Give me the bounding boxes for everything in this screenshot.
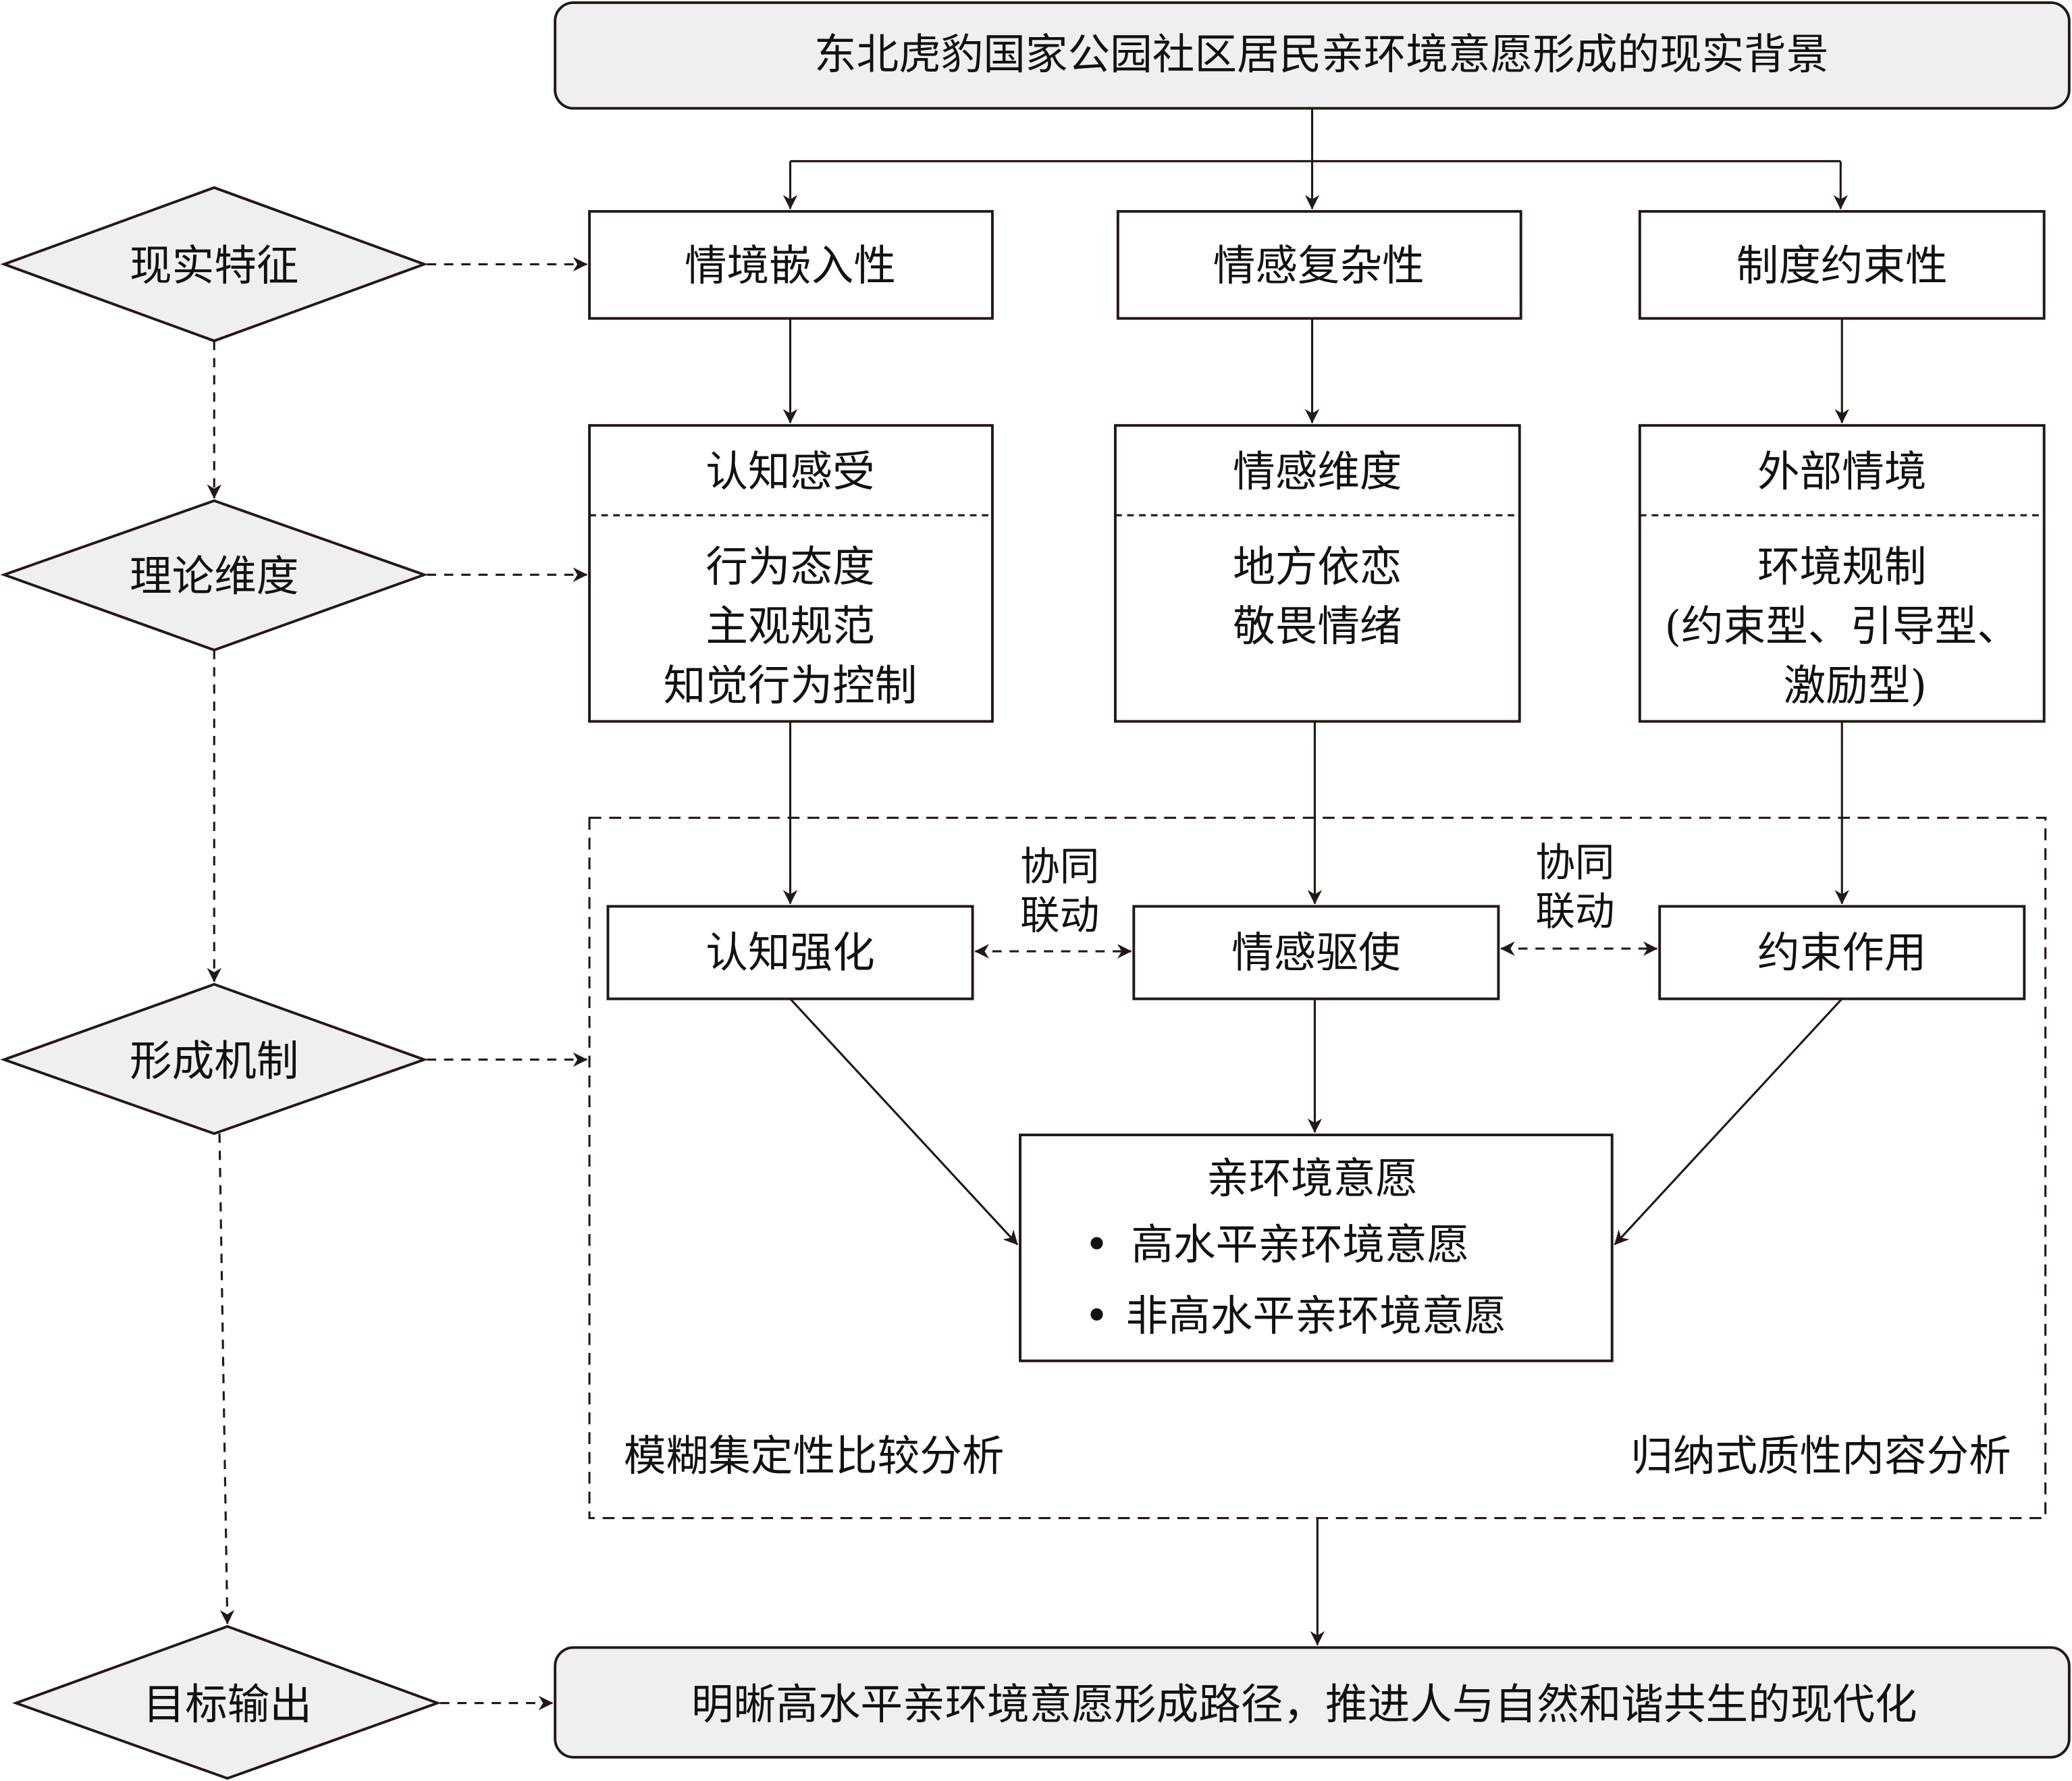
mechanism-box-shape [1132, 905, 1500, 1001]
mechanism-box-constraint: 约束作用 [1658, 905, 2026, 1001]
dimension-item: 知觉行为控制 [664, 661, 918, 710]
diamond-shape [0, 499, 429, 652]
dimension-box-emotional: 情感维度 地方依恋 敬畏情绪 [1113, 424, 1521, 723]
feature-box-emotional: 情感复杂性 [1116, 210, 1522, 320]
mechanism-label: 情感驱使 [1231, 928, 1400, 978]
dimension-item: 主观规范 [706, 602, 874, 651]
output-box-shape [554, 1646, 2071, 1759]
mechanism-box-cognitive: 认知强化 [606, 905, 974, 1001]
diamond-connectors [207, 340, 235, 1625]
dimension-box-external: 外部情境 环境规制 (约束型、引导型、 激励型) [1638, 424, 2046, 723]
bullet-icon: • [1084, 1292, 1109, 1341]
feature-box-shape [588, 210, 994, 320]
dashed-arrow [218, 1134, 235, 1625]
feature-label: 制度约束性 [1736, 241, 1948, 290]
mechanism-box-shape [1658, 905, 2026, 1001]
dimension-box-cognitive: 认知感受 行为态度 主观规范 知觉行为控制 [588, 424, 994, 723]
feature-label: 情境嵌入性 [685, 241, 896, 290]
feature-to-dimension-arrows [782, 318, 1850, 424]
synergy-label-line1: 协同 [1020, 843, 1099, 889]
feature-box-shape [1116, 210, 1522, 320]
diamond-horizontal-connectors [427, 257, 588, 1711]
diamond-label: 理论维度 [130, 552, 298, 601]
dimension-box-shape [1113, 424, 1521, 723]
diamond-label: 现实特征 [130, 241, 298, 290]
bullet-icon: • [1084, 1220, 1109, 1269]
dimension-item: 激励型) [1784, 661, 1927, 710]
solid-arrow [1614, 998, 1843, 1246]
dimension-box-shape [1638, 424, 2046, 723]
feature-box-shape [1638, 210, 2046, 320]
dimension-to-mechanism-arrows [782, 721, 1850, 905]
synergy-label-line2: 联动 [1535, 888, 1614, 934]
dimension-item: 敬畏情绪 [1233, 602, 1402, 651]
solid-arrow [789, 998, 1019, 1246]
dimension-item: (约束型、引导型、 [1665, 602, 2019, 651]
dimension-item: 环境规制 [1757, 542, 1926, 591]
diamond-shape [0, 982, 429, 1136]
feature-box-institutional: 制度约束性 [1638, 210, 2046, 320]
feature-label: 情感复杂性 [1213, 241, 1425, 290]
dimension-item: 地方依恋 [1233, 542, 1402, 591]
diamond-label: 目标输出 [143, 1680, 312, 1729]
synergy-label-line1: 协同 [1535, 839, 1614, 885]
dimension-title: 认知感受 [706, 447, 874, 496]
diamond-shape [11, 1624, 442, 1780]
background-box: 东北虎豹国家公园社区居民亲环境意愿形成的现实背景 [554, 1, 2071, 110]
method-label-content-analysis: 归纳式质性内容分析 [1630, 1431, 2011, 1481]
dimension-item: 行为态度 [706, 542, 874, 591]
top-connectors [782, 108, 1849, 210]
diamond-theory: 理论维度 [0, 499, 429, 652]
dimension-title: 情感维度 [1233, 447, 1402, 496]
mechanism-label: 认知强化 [706, 928, 874, 978]
diamond-reality: 现实特征 [0, 186, 429, 342]
feature-box-situational: 情境嵌入性 [588, 210, 994, 320]
outcome-item: 高水平亲环境意愿 [1131, 1220, 1469, 1269]
method-label-fsqca: 模糊集定性比较分析 [624, 1431, 1005, 1481]
diamond-output: 目标输出 [11, 1624, 442, 1780]
diamond-mechanism: 形成机制 [0, 982, 429, 1136]
mechanism-to-outcome-arrows [789, 998, 1843, 1246]
synergy-label-line2: 联动 [1020, 893, 1099, 938]
synergy-link-1: 协同 联动 [974, 843, 1132, 959]
dimension-box-shape [588, 424, 994, 723]
outcome-item: 非高水平亲环境意愿 [1126, 1292, 1506, 1341]
output-box-label: 明晰高水平亲环境意愿形成路径，推进人与自然和谐共生的现代化 [691, 1680, 1917, 1729]
background-box-label: 东北虎豹国家公园社区居民亲环境意愿形成的现实背景 [814, 30, 1829, 79]
mechanism-box-emotional: 情感驱使 [1132, 905, 1500, 1001]
outcome-title: 亲环境意愿 [1206, 1154, 1418, 1203]
dimension-title: 外部情境 [1757, 447, 1926, 496]
output-box: 明晰高水平亲环境意愿形成路径，推进人与自然和谐共生的现代化 [554, 1646, 2071, 1759]
outcome-box: 亲环境意愿 • 高水平亲环境意愿 • 非高水平亲环境意愿 [1019, 1134, 1614, 1362]
mechanism-label: 约束作用 [1757, 928, 1926, 978]
diamond-shape [0, 186, 429, 342]
synergy-link-2: 协同 联动 [1500, 839, 1658, 956]
diamond-label: 形成机制 [130, 1036, 298, 1086]
outcome-box-shape [1019, 1134, 1614, 1362]
